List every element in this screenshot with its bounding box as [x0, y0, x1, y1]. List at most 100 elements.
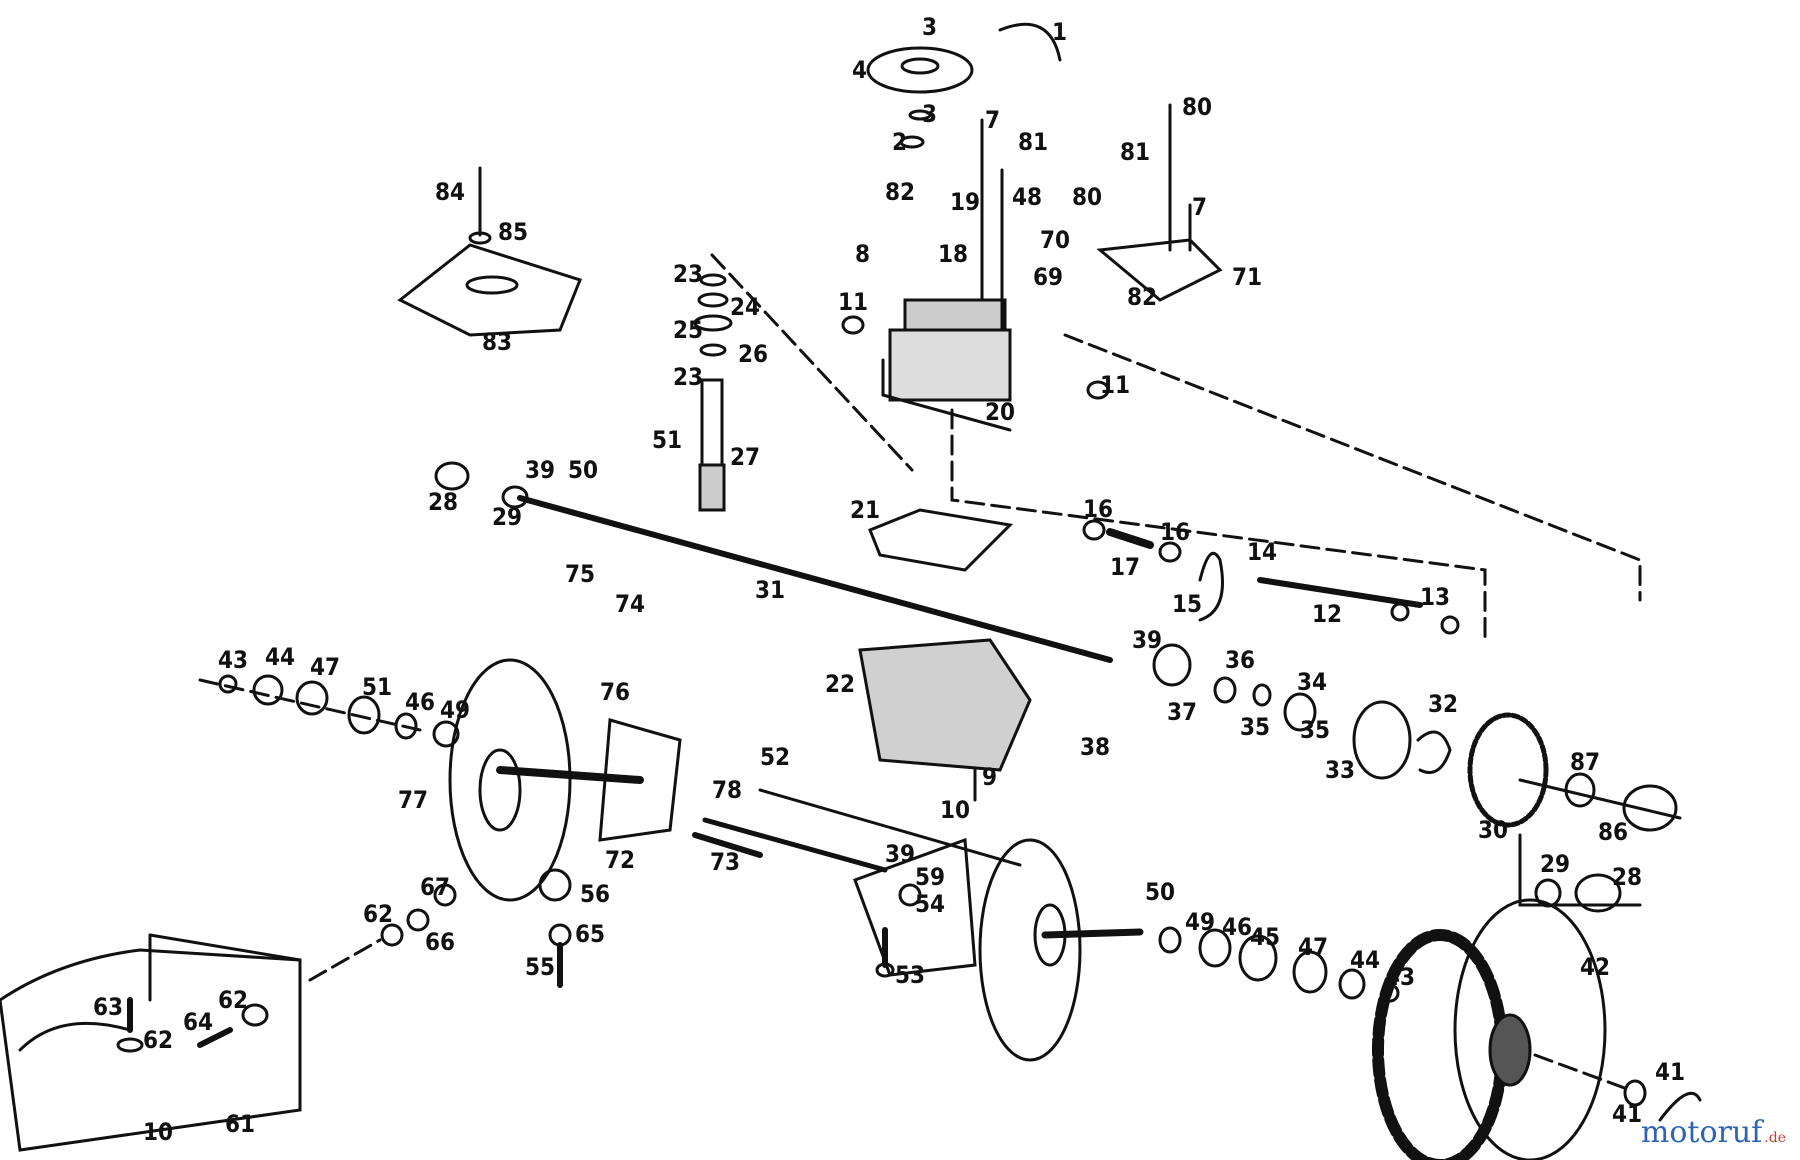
callout: 17: [1110, 553, 1140, 581]
callout: 18: [938, 240, 968, 268]
callout: 30: [1478, 816, 1508, 844]
callout: 35: [1300, 716, 1330, 744]
callout: 82: [885, 178, 915, 206]
callout: 49: [440, 696, 470, 724]
callout: 28: [428, 488, 458, 516]
callout: 81: [1018, 128, 1048, 156]
callout: 3: [922, 13, 937, 41]
callout: 62: [218, 986, 248, 1014]
callout: 39: [1132, 626, 1162, 654]
callout: 59: [915, 863, 945, 891]
callout: 53: [895, 961, 925, 989]
callout: 85: [498, 218, 528, 246]
callout: 36: [1225, 646, 1255, 674]
callout: 7: [1192, 193, 1207, 221]
callout: 56: [580, 880, 610, 908]
callout: 67: [420, 873, 450, 901]
callout: 32: [1428, 690, 1458, 718]
callout: 83: [482, 328, 512, 356]
callout: 41: [1655, 1058, 1685, 1086]
callout: 86: [1598, 818, 1628, 846]
callout: 61: [225, 1110, 255, 1138]
callout: 19: [950, 188, 980, 216]
callout: 23: [673, 363, 703, 391]
callout: 3: [922, 100, 937, 128]
drive-axle: [517, 495, 1113, 663]
callout: 75: [565, 560, 595, 588]
callout: 4: [852, 56, 867, 84]
callout: 10: [940, 796, 970, 824]
callout: 39: [885, 840, 915, 868]
callout-labels: 3 1 4 3 7 2 81 80 80 81 82 19 7 48 70 84…: [93, 13, 1685, 1146]
callout: 43: [1385, 963, 1415, 991]
callout: 76: [600, 678, 630, 706]
callout: 45: [1250, 923, 1280, 951]
callout: 8: [855, 240, 870, 268]
callout: 49: [1185, 908, 1215, 936]
callout: 29: [1540, 850, 1570, 878]
callout: 24: [730, 293, 760, 321]
callout: 80: [1182, 93, 1212, 121]
callout: 63: [93, 993, 123, 1021]
callout: 74: [615, 590, 645, 618]
callout: 11: [1100, 371, 1130, 399]
callout: 31: [755, 576, 785, 604]
watermark-tld: .de: [1764, 1130, 1786, 1146]
callout: 12: [1312, 600, 1342, 628]
callout: 69: [1033, 263, 1063, 291]
bushing: [1622, 784, 1678, 832]
dash-leader: [710, 253, 914, 472]
callout: 65: [575, 920, 605, 948]
callout: 51: [362, 673, 392, 701]
callout: 35: [1240, 713, 1270, 741]
callout: 7: [985, 106, 1000, 134]
callout: 70: [1040, 226, 1070, 254]
callout: 46: [405, 688, 435, 716]
callout: 39: [525, 456, 555, 484]
callout: 55: [525, 953, 555, 981]
rear-wheel: [1372, 898, 1607, 1160]
callout: 72: [605, 846, 635, 874]
callout: 38: [1080, 733, 1110, 761]
callout: 48: [1012, 183, 1042, 211]
mounting-bracket: [1096, 238, 1223, 302]
watermark-logo: motoruf.de: [1641, 1115, 1786, 1150]
shift-fork: [1198, 551, 1224, 622]
height-adjust-lever: [598, 718, 682, 842]
callout: 16: [1160, 518, 1190, 546]
callout: 84: [435, 178, 465, 206]
callout: 23: [673, 260, 703, 288]
callout: 50: [1145, 878, 1175, 906]
callout: 78: [712, 776, 742, 804]
callout: 47: [1298, 933, 1328, 961]
callout: 22: [825, 670, 855, 698]
gearbox-lower-casing: [858, 638, 1032, 772]
drive-pulley: [866, 46, 974, 94]
middle-wheel: [978, 838, 1082, 1062]
callout: 73: [710, 848, 740, 876]
callout: 34: [1297, 668, 1327, 696]
left-wheel: [448, 658, 572, 902]
drive-sleeve: [1352, 700, 1412, 780]
callout: 14: [1247, 538, 1277, 566]
callout: 62: [143, 1026, 173, 1054]
callout: 11: [838, 288, 868, 316]
callout: 50: [568, 456, 598, 484]
callout: 43: [218, 646, 248, 674]
callout: 9: [982, 763, 997, 791]
callout: 16: [1083, 495, 1113, 523]
callout: 1: [1052, 18, 1067, 46]
callout: 52: [760, 743, 790, 771]
callout: 20: [985, 398, 1015, 426]
callout: 44: [1350, 946, 1380, 974]
callout: 13: [1420, 583, 1450, 611]
callout: 26: [738, 340, 768, 368]
callout: 25: [673, 316, 703, 344]
drive-gear: [1467, 712, 1549, 828]
callout: 64: [183, 1008, 213, 1036]
callout: 46: [1222, 913, 1252, 941]
rear-flap: [0, 933, 302, 1152]
callout: 54: [915, 890, 945, 918]
callout: 27: [730, 443, 760, 471]
